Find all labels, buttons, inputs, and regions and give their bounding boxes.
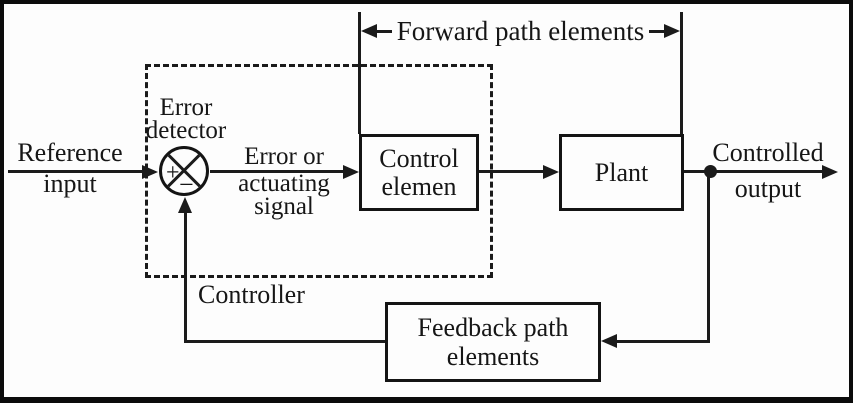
feedback-down-line: [707, 171, 710, 343]
output-line: [683, 170, 825, 173]
control-to-plant-arrowhead-icon: [543, 165, 559, 179]
error-signal-line3: signal: [254, 193, 314, 220]
error-detector-line2: detector: [145, 117, 227, 144]
reference-input-line2: input: [43, 169, 97, 198]
control-element-line2: elemen: [381, 171, 457, 201]
feedback-up-arrowhead-icon: [178, 197, 192, 213]
right-arrow-tail: [649, 29, 664, 33]
control-element-line1: Control: [379, 143, 459, 173]
reference-input-label: Reference input: [4, 137, 136, 199]
feedback-into-block-line: [615, 340, 710, 343]
summing-junction-icon: + −: [159, 146, 209, 196]
error-signal-line1: Error or: [244, 143, 324, 170]
feedback-into-block-arrowhead-icon: [601, 334, 617, 348]
control-element-block: Control elemen: [359, 134, 479, 211]
reference-input-line: [8, 170, 146, 173]
plant-block: Plant: [559, 134, 684, 211]
control-to-plant-line: [478, 170, 544, 173]
forward-path-annotation: Forward path elements: [361, 14, 680, 48]
forward-path-left-tick: [358, 12, 361, 134]
minus-sign: −: [179, 170, 194, 196]
feedback-path-line2: elements: [446, 342, 540, 371]
feedback-return-line: [186, 340, 385, 343]
reference-input-arrowhead-icon: [142, 165, 158, 179]
reference-input-line1: Reference: [17, 138, 123, 167]
error-detector-line1: Error: [159, 94, 213, 121]
feedback-path-line1: Feedback path: [417, 313, 569, 342]
plus-sign: +: [166, 160, 180, 186]
output-arrowhead-icon: [822, 165, 838, 179]
left-arrow-tail: [377, 29, 392, 33]
takeoff-point-dot: [704, 165, 717, 178]
feedback-path-block: Feedback path elements: [385, 302, 601, 382]
controlled-output-line2: output: [734, 174, 802, 203]
left-arrowhead-icon: [361, 24, 377, 38]
controlled-output-line1: Controlled: [712, 138, 824, 167]
plant-label: Plant: [594, 157, 649, 187]
right-arrowhead-icon: [664, 24, 680, 38]
error-signal-line2: actuating: [238, 170, 330, 197]
error-detector-label: Error detector: [133, 94, 239, 144]
feedback-up-line: [184, 210, 187, 343]
controller-label: Controller: [198, 280, 305, 309]
error-signal-line: [210, 170, 344, 173]
error-signal-arrowhead-icon: [343, 165, 359, 179]
controlled-output-label: Controlled output: [700, 138, 836, 203]
forward-path-label: Forward path elements: [396, 16, 645, 46]
forward-path-right-tick: [680, 12, 683, 134]
error-signal-label: actuating signal: [219, 170, 349, 220]
